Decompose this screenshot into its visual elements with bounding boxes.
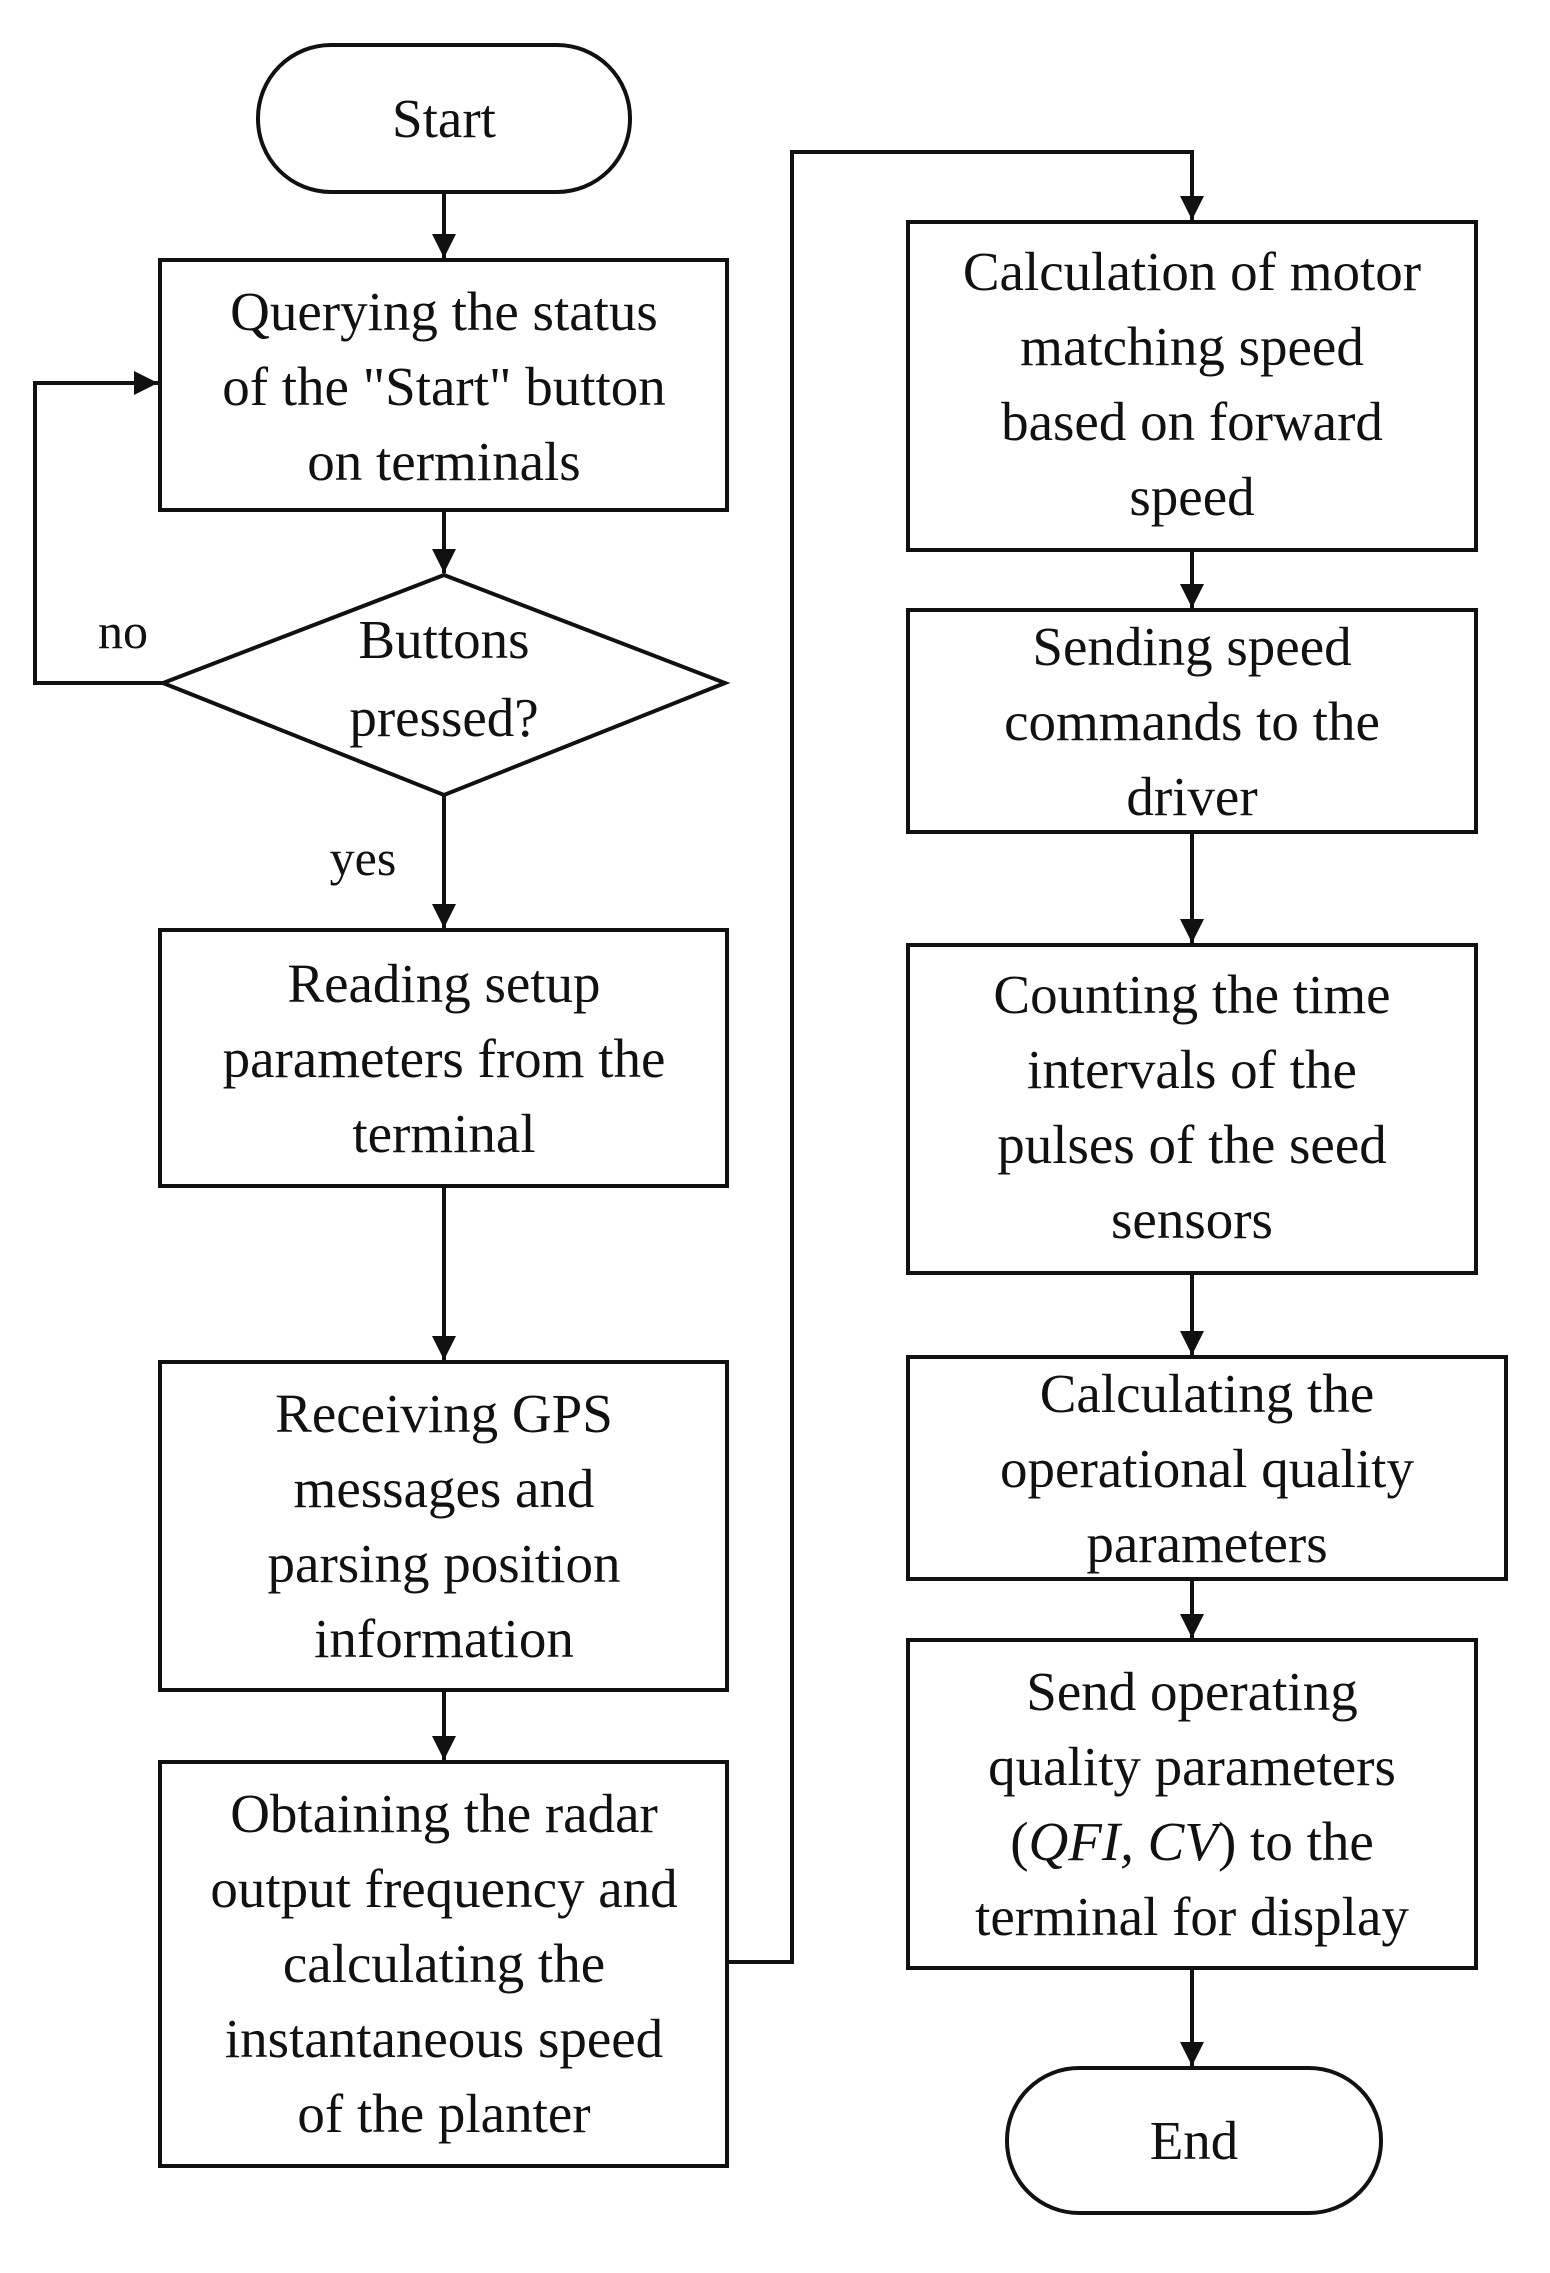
send-speed-line-3: driver [1126,766,1257,827]
radar-line-2: output frequency and [210,1858,677,1919]
radar-line-3: calculating the [283,1933,605,1994]
buttons-pressed-decision: Buttons pressed? [157,572,731,798]
decision-line-2: pressed? [349,687,538,748]
edge-label-yes: yes [330,830,397,886]
send-speed-line-1: Sending speed [1032,616,1351,677]
read-setup-line-2: parameters from the [223,1028,666,1089]
decision-line-1: Buttons [358,609,529,670]
radar-line-1: Obtaining the radar [230,1783,658,1844]
gps-line-4: information [314,1608,574,1669]
read-setup-line-1: Reading setup [287,953,600,1014]
send-quality-line-4: terminal for display [975,1886,1409,1947]
arrow-radar-to-motor [727,150,1204,1964]
edge-label-no: no [98,603,148,659]
count-line-1: Counting the time [993,964,1390,1025]
start-terminator: Start [256,43,632,194]
count-line-2: intervals of the [1027,1039,1357,1100]
connectors [33,150,1204,2066]
counting-pulse-intervals-box: Counting the time intervals of the pulse… [906,943,1478,1275]
radar-line-5: of the planter [297,2083,590,2144]
qfi-cv-close-paren: ) to the [1218,1811,1374,1872]
count-line-3: pulses of the seed [997,1114,1387,1175]
send-quality-line-3: (QFI, CV) to the [1010,1811,1374,1872]
read-setup-line-3: terminal [352,1103,535,1164]
qfi-cv-label: QFI, CV [1029,1811,1224,1872]
count-line-4: sensors [1111,1189,1273,1250]
send-quality-parameters-box: Send operating quality parameters (QFI, … [906,1638,1478,1970]
calculating-quality-box: Calculating the operational quality para… [906,1355,1508,1581]
send-quality-line-1: Send operating [1026,1661,1357,1722]
send-quality-line-2: quality parameters [988,1736,1396,1797]
arrow-no-loop [33,371,163,685]
end-label: End [1150,2110,1239,2171]
motor-line-3: based on forward [1001,391,1383,452]
reading-setup-box: Reading setup parameters from the termin… [158,928,729,1188]
query-start-button-box: Querying the status of the "Start" butto… [158,258,729,512]
query-line-3: on terminals [307,431,580,492]
end-terminator: End [1005,2066,1383,2215]
calc-quality-line-3: parameters [1086,1513,1327,1574]
start-label: Start [392,88,496,149]
query-line-2: of the "Start" button [222,356,666,417]
radar-speed-box: Obtaining the radar output frequency and… [158,1760,729,2168]
qfi-cv-open-paren: ( [1010,1811,1028,1872]
calc-quality-line-1: Calculating the [1040,1363,1375,1424]
motor-line-1: Calculation of motor [963,241,1421,302]
gps-line-1: Receiving GPS [275,1383,613,1444]
gps-line-2: messages and [294,1458,595,1519]
receiving-gps-box: Receiving GPS messages and parsing posit… [158,1360,729,1692]
motor-matching-speed-box: Calculation of motor matching speed base… [906,220,1478,552]
motor-line-4: speed [1129,466,1254,527]
query-line-1: Querying the status [230,281,658,342]
gps-line-3: parsing position [268,1533,621,1594]
send-speed-line-2: commands to the [1004,691,1380,752]
sending-speed-commands-box: Sending speed commands to the driver [906,608,1478,834]
calc-quality-line-2: operational quality [1000,1438,1414,1499]
radar-line-4: instantaneous speed [225,2008,663,2069]
motor-line-2: matching speed [1020,316,1364,377]
